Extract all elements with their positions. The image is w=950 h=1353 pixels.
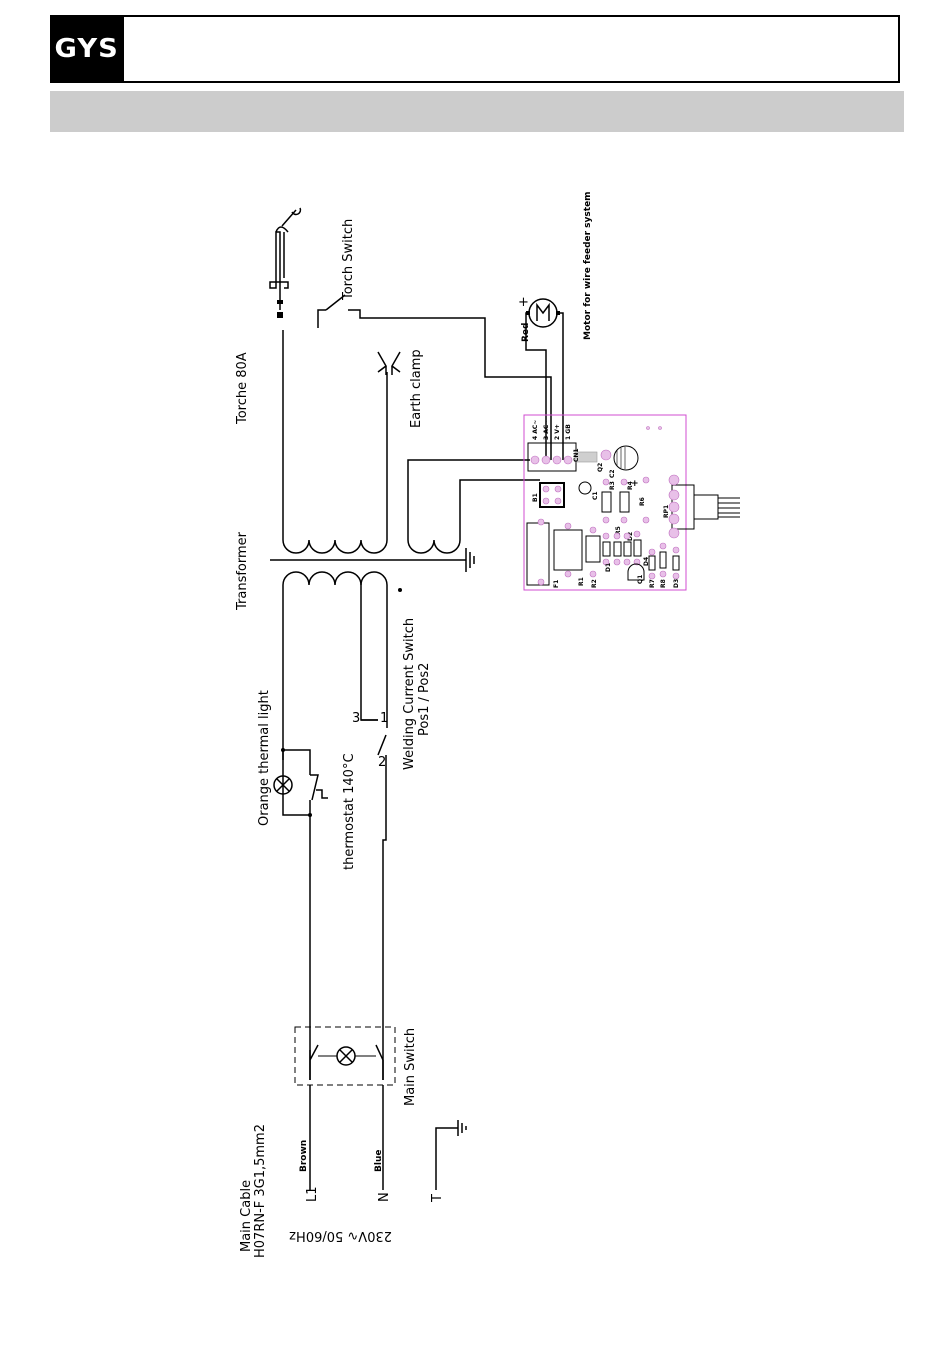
blue-wire-label: Blue [374,1150,384,1172]
pcb-d2: D2 [627,532,634,541]
pos1-label: 1 [380,711,388,726]
n-label: N [377,1192,392,1202]
weld-switch-pos-label: Pos1 / Pos2 [417,663,432,736]
pcb-q2: Q2 [597,463,604,472]
pcb-r2: R2 [591,579,598,588]
title-band [50,91,904,132]
transformer-label: Transformer [235,531,250,611]
pcb-r5: R5 [615,526,622,535]
torch-switch-symbol [317,294,552,460]
main-cable-spec-label: H07RN-F 3G1,5mm2 [253,1124,268,1258]
pcb-d3: D3 [673,579,680,588]
pcb-cn1: CN1 [573,448,580,462]
logo-text: GYS [54,34,120,64]
pos3-label: 3 [352,711,360,726]
pcb-r4: R4 [627,481,634,490]
earth-ground-icon [435,1120,467,1190]
main-switch-label: Main Switch [403,1028,418,1106]
thermostat-label: thermostat 140°C [342,753,357,870]
pcb-terminal-4: 4 AC~ [532,420,539,440]
pcb-c2-plus: + [631,479,639,489]
motor-label: Motor for wire feeder system [583,191,593,340]
thermal-light-symbol [273,748,312,817]
supply-voltage-label: 230V∿ 50/60Hz [289,1228,392,1243]
torch-switch-label: Torch Switch [341,219,356,301]
motor-plus-label: + [518,295,529,310]
motor-icon [525,298,564,460]
pcb-d4: D4 [643,557,650,566]
pcb-f1: F1 [553,580,560,588]
t-label: T [430,1194,445,1203]
pcb-terminal-2: 2 V+ [554,424,561,440]
transformer-symbol [270,330,540,760]
red-wire-label: Red [521,323,531,342]
weld-switch-label: Welding Current Switch [402,618,417,770]
pcb-r3: R3 [609,481,616,490]
l1-label: L1 [305,1186,320,1202]
torch-label: Torche 80A [235,352,250,425]
pcb-b1: B1 [532,493,539,502]
pcb-terminal-1: 1 GB [565,424,572,440]
pcb-r1: R1 [578,577,585,586]
pcb-rp1: RP1 [663,505,670,518]
pcb-d1: D1 [605,563,612,572]
pcb-terminal-3: 3 AC~ [543,420,550,440]
earth-clamp-label: Earth clamp [409,349,424,428]
pcb-r6: R6 [639,497,646,506]
thermostat-symbol [309,774,328,1080]
pcb-r8: R8 [660,579,667,588]
welding-current-switch-symbol [361,715,388,1080]
control-pcb: 4 AC~ 3 AC~ 2 V+ 1 GB CN1 Q2 C2 + B1 C1 … [523,414,740,591]
main-switch-symbol [294,1026,396,1190]
pcb-r7: R7 [649,579,656,588]
thermal-light-label: Orange thermal light [257,690,272,826]
pcb-q1: Q1 [637,575,644,584]
gys-logo: GYS [50,15,124,83]
pcb-c1: C1 [592,491,599,500]
pos2-label: 2 [378,755,386,770]
main-cable-label: Main Cable [239,1180,254,1252]
pcb-c2: C2 [609,469,616,478]
brown-wire-label: Brown [299,1140,309,1172]
earth-clamp-icon [377,351,401,375]
welding-torch-icon [269,207,302,318]
